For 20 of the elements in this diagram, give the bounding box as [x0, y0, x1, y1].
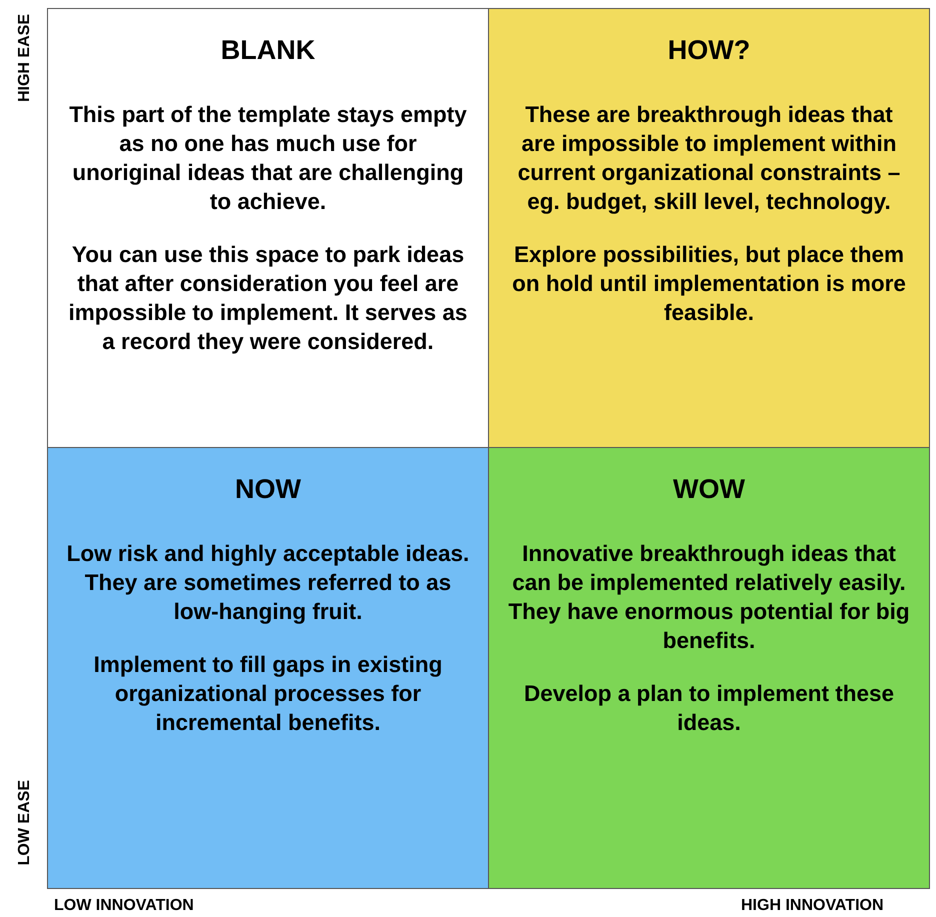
axis-label: LOW EASE [16, 780, 34, 866]
quadrant-heading: HOW? [668, 35, 750, 66]
quadrant-text: Low risk and highly acceptable ideas. They are sometimes referred to as low-hanging fruit. [66, 540, 470, 626]
quadrant-panel [47, 447, 489, 889]
quadrant-text: Explore possibilities, but place them on hold until implementation is more feasible. [511, 241, 907, 327]
axis-label: HIGH EASE [16, 14, 34, 102]
axis-label: LOW INNOVATION [54, 897, 194, 915]
quadrant-heading: WOW [673, 474, 745, 505]
quadrant-heading: BLANK [220, 35, 316, 66]
quadrant-text: Innovative breakthrough ideas that can be implemented relatively easily. They have enormous potential for big benefits. [507, 540, 911, 655]
quadrant-text: Develop a plan to implement these ideas. [522, 680, 896, 737]
axis-label: HIGH INNOVATION [741, 897, 884, 915]
quadrant-text: You can use this space to park ideas that after consideration you feel are impossible to implement. It serves as a record they were considered. [68, 241, 468, 356]
quadrant-panel [488, 8, 930, 448]
quadrant-panel [47, 8, 489, 448]
quadrant-text: These are breakthrough ideas that are impossible to implement within current organizational constraints – eg. budget, skill level, technology. [516, 101, 902, 216]
quadrant-text: Implement to fill gaps in existing organizational processes for incremental benefits. [92, 651, 444, 737]
quadrant-text: This part of the template stays empty as no one has much use for unoriginal ideas that are challenging to achieve. [68, 101, 468, 216]
quadrant-heading: NOW [235, 474, 301, 505]
quadrant-panel [488, 447, 930, 889]
